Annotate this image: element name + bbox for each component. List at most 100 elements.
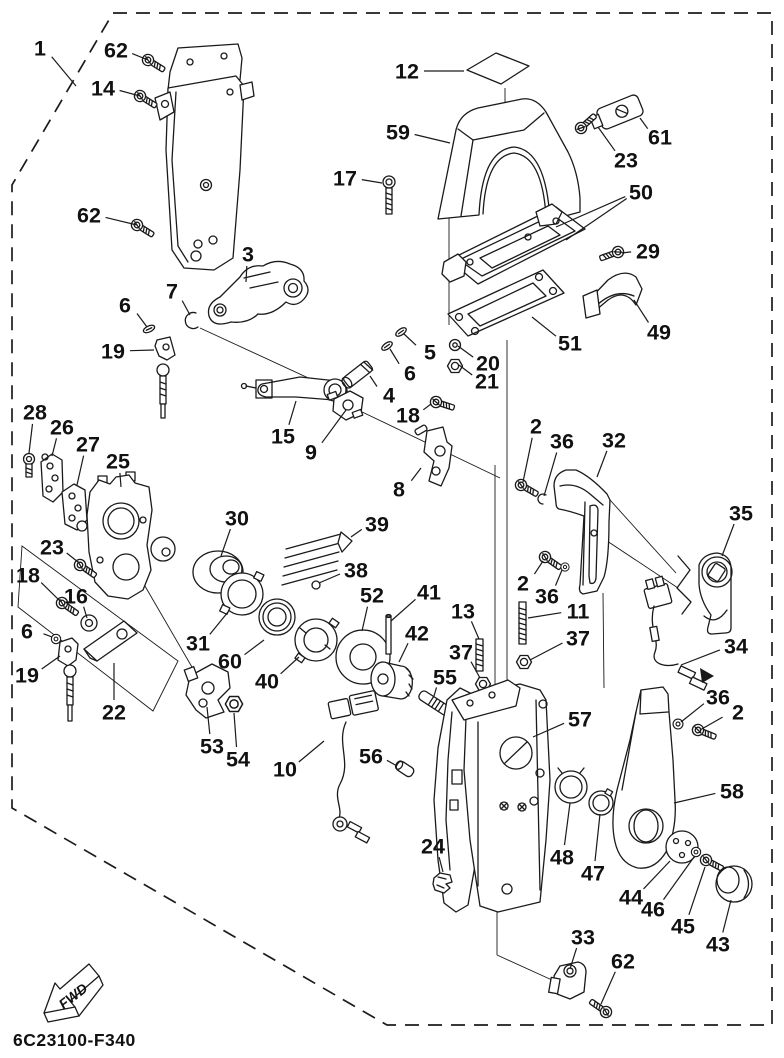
part-callout-41: 41	[417, 581, 441, 605]
part-callout-11: 11	[567, 600, 590, 624]
part-swivel-53	[183, 663, 244, 719]
part-callout-21: 21	[475, 370, 499, 394]
clamp-24	[432, 872, 453, 894]
bolt-under-19a	[156, 363, 170, 419]
part-callout-62: 62	[611, 950, 635, 974]
leader-line-32	[596, 450, 608, 478]
nut-54	[224, 695, 244, 713]
part-callout-17: 17	[333, 167, 357, 191]
leader-line-54	[233, 712, 238, 748]
ball-38	[311, 580, 321, 590]
part-gasket-51	[447, 269, 565, 337]
leader-line-19	[129, 349, 155, 352]
part-callout-56: 56	[359, 745, 383, 769]
part-callout-20: 20	[476, 352, 500, 376]
washer-6-left	[50, 633, 62, 645]
washer-46	[690, 846, 702, 858]
figure-code: 6C23100-F340	[13, 1030, 136, 1050]
clip-36-a	[537, 493, 547, 505]
leader-line-42	[398, 642, 409, 663]
part-callout-59: 59	[386, 121, 410, 145]
plate-26	[40, 453, 64, 503]
part-label-plate-12	[466, 52, 530, 85]
washer-16	[80, 614, 98, 632]
part-callout-34: 34	[724, 635, 748, 659]
leader-line-19	[41, 655, 61, 670]
part-callout-10: 10	[273, 758, 297, 782]
part-callout-12: 12	[395, 60, 419, 84]
leader-line-47	[594, 813, 601, 862]
part-callout-24: 24	[421, 835, 445, 859]
part-grip-35	[676, 552, 733, 635]
leader-line-11	[527, 612, 562, 619]
leader-line-2	[699, 716, 723, 731]
part-link-9	[326, 390, 364, 421]
leader-line-35	[721, 523, 735, 557]
washer-6-a	[141, 323, 157, 335]
screw-2-c	[690, 722, 719, 743]
clip-19-a	[154, 336, 176, 361]
part-callout-51: 51	[558, 332, 582, 356]
part-clamp-33	[548, 961, 615, 1021]
leader-line-43	[722, 899, 732, 933]
screw-62-bottom	[586, 995, 615, 1021]
leader-line-29	[621, 251, 632, 254]
part-callout-2: 2	[517, 572, 529, 596]
leader-line-50	[555, 196, 626, 228]
leader-line-20	[457, 345, 474, 358]
screw-2-b	[536, 548, 565, 574]
part-callout-55: 55	[433, 666, 457, 690]
screw-29	[597, 244, 626, 265]
part-bulb-56	[394, 760, 415, 778]
leader-line-34	[680, 649, 721, 666]
leader-line-2	[533, 560, 544, 575]
leader-line-6	[43, 633, 53, 638]
leader-line-1	[51, 56, 77, 87]
gear-42	[370, 661, 414, 700]
part-callout-53: 53	[200, 735, 224, 759]
screw-2-a	[512, 476, 541, 500]
part-cylinder-4	[341, 325, 409, 389]
part-callout-8: 8	[393, 478, 405, 502]
part-callout-49: 49	[647, 321, 671, 345]
pin-6	[379, 339, 395, 353]
part-callout-48: 48	[550, 846, 574, 870]
part-callout-19: 19	[101, 340, 125, 364]
part-handle-32	[512, 469, 611, 595]
washer-36-c	[672, 718, 684, 730]
part-wedge-49	[582, 272, 643, 319]
part-callout-2: 2	[530, 415, 542, 439]
washer-36-b	[560, 562, 570, 572]
part-callout-46: 46	[641, 898, 665, 922]
screw-18-a	[428, 394, 457, 414]
part-callout-23: 23	[614, 149, 638, 173]
leader-line-28	[28, 423, 34, 454]
part-callout-30: 30	[225, 507, 249, 531]
part-callout-52: 52	[360, 584, 384, 608]
part-callout-18: 18	[396, 404, 420, 428]
leader-line-36	[554, 569, 563, 586]
part-left-hardware	[50, 556, 138, 722]
part-housing-57	[432, 679, 551, 913]
leader-line-53	[206, 706, 211, 735]
leader-line-52	[361, 606, 369, 632]
washer-20	[448, 338, 462, 352]
part-disc-44	[665, 830, 699, 864]
part-callout-6: 6	[21, 620, 33, 644]
part-callout-62: 62	[104, 39, 128, 63]
part-callout-54: 54	[226, 748, 250, 772]
leader-line-5	[403, 333, 417, 346]
leader-line-31	[209, 611, 229, 635]
leader-line-7	[181, 300, 191, 316]
part-callout-14: 14	[91, 77, 115, 101]
part-callout-36: 36	[535, 585, 559, 609]
screw-28	[22, 452, 36, 478]
part-callout-45: 45	[671, 915, 695, 939]
leader-line-41	[390, 598, 416, 622]
leader-line-23	[597, 126, 616, 152]
screw-62-top	[139, 51, 168, 76]
part-ring-stack	[192, 531, 414, 700]
leader-line-25	[119, 472, 122, 488]
screw-62-mid	[128, 216, 157, 241]
